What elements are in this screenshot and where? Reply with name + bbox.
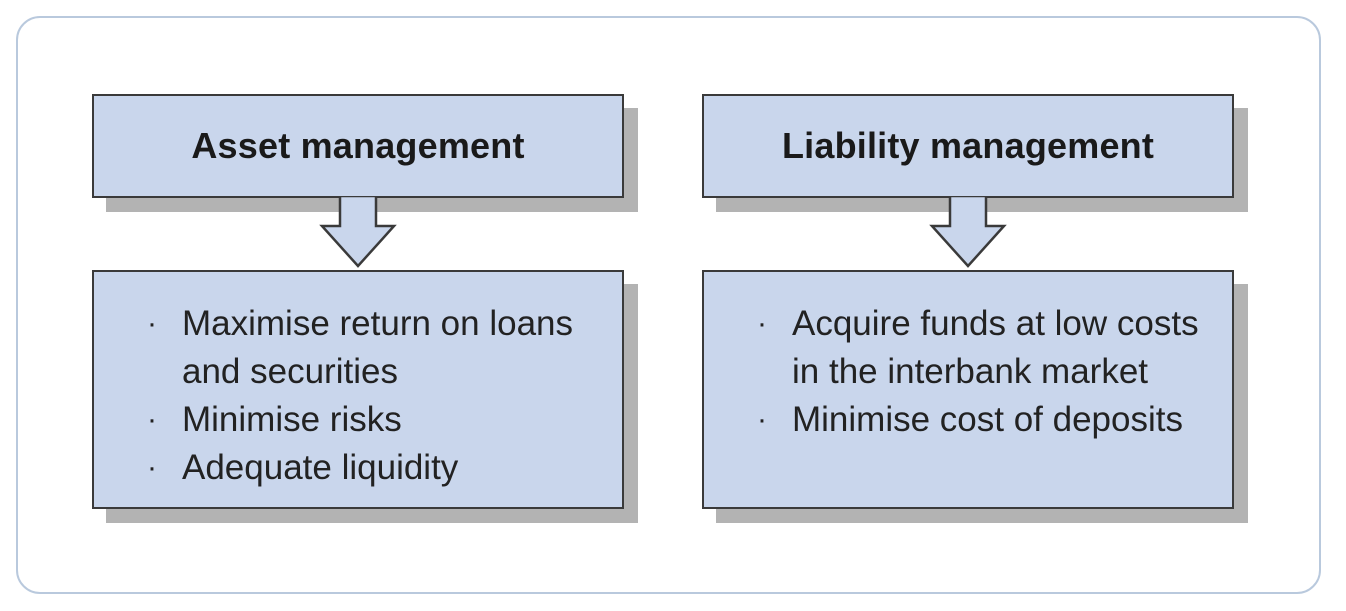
asset-management-title: Asset management <box>191 125 525 166</box>
list-item: · Minimise risks <box>142 396 602 444</box>
asset-management-list: · Maximise return on loans and securitie… <box>142 300 602 492</box>
liability-management-header: Liability management <box>702 94 1234 198</box>
list-item: · Maximise return on loans and securitie… <box>142 300 602 396</box>
bullet-icon: · <box>147 307 157 340</box>
list-item-text: Adequate liquidity <box>182 448 459 487</box>
bullet-icon: · <box>757 307 767 340</box>
liability-management-title: Liability management <box>781 125 1155 166</box>
list-item: · Acquire funds at low costs in the inte… <box>752 300 1212 396</box>
list-item: · Minimise cost of deposits <box>752 396 1212 444</box>
list-item-text: Maximise return on loans and securities <box>182 304 573 391</box>
list-item-text: Minimise risks <box>182 400 402 439</box>
asset-management-header: Asset management <box>92 94 624 198</box>
liability-management-list: · Acquire funds at low costs in the inte… <box>752 300 1212 444</box>
asset-management-details: · Maximise return on loans and securitie… <box>92 270 624 509</box>
bullet-icon: · <box>147 403 157 436</box>
list-item-text: Acquire funds at low costs in the interb… <box>792 304 1199 391</box>
down-arrow-icon <box>929 196 1007 268</box>
list-item-text: Minimise cost of deposits <box>792 400 1183 439</box>
bullet-icon: · <box>757 403 767 436</box>
liability-management-details: · Acquire funds at low costs in the inte… <box>702 270 1234 509</box>
list-item: · Adequate liquidity <box>142 444 602 492</box>
bullet-icon: · <box>147 451 157 484</box>
down-arrow-icon <box>319 196 397 268</box>
